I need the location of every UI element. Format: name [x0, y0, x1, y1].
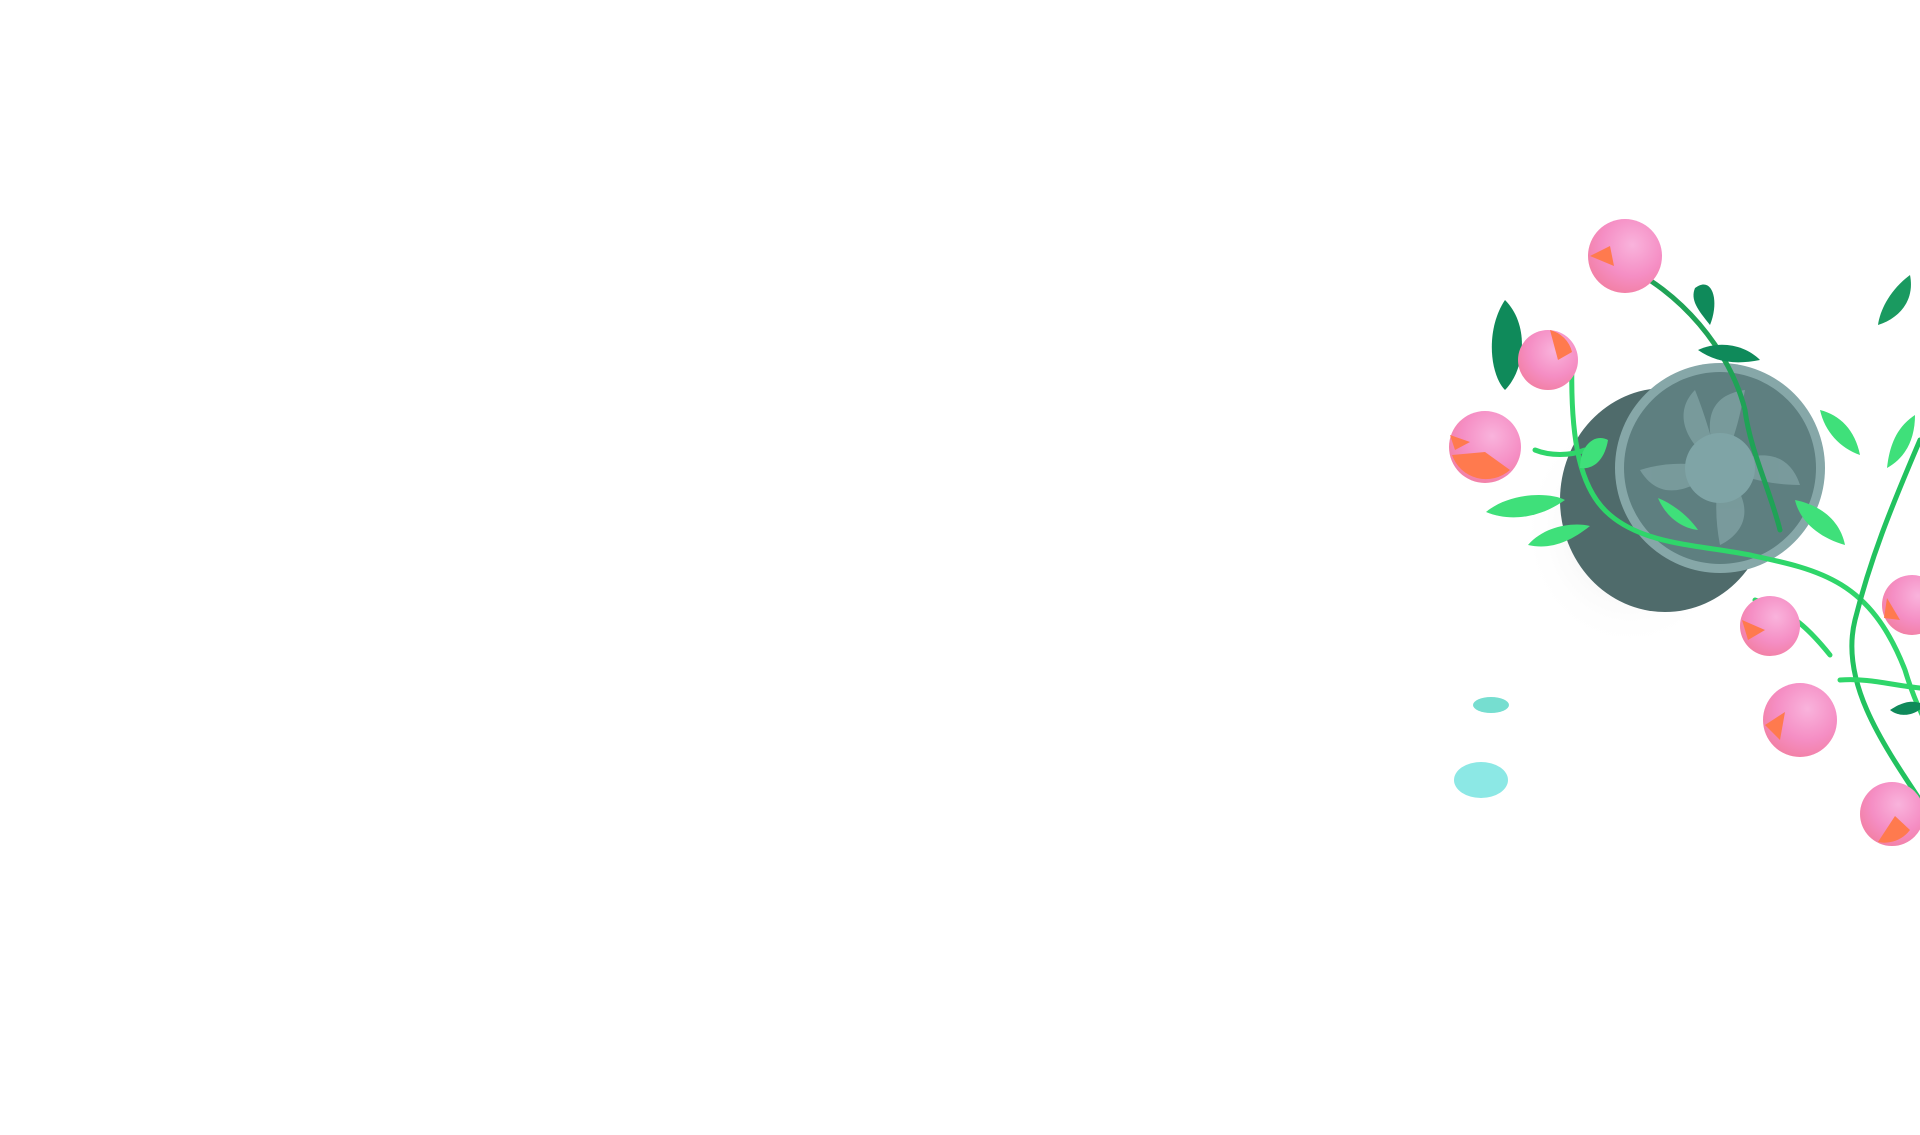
flower: [1588, 219, 1662, 293]
leaf-top-right: [1878, 275, 1911, 325]
vine-left-branch: [1532, 447, 1588, 457]
leaf: [1890, 701, 1920, 715]
leaf: [1580, 438, 1608, 469]
vine-right-long: [1849, 437, 1920, 803]
droplet-small: [1473, 697, 1509, 713]
leaf: [1658, 498, 1698, 530]
vine-lower-branch: [1837, 677, 1920, 691]
flower: [1740, 596, 1800, 656]
vine-main: [1569, 357, 1920, 716]
fan-flower-illustration: [1400, 200, 1920, 1000]
flower: [1860, 782, 1920, 846]
leaf: [1795, 500, 1845, 545]
leaf: [1693, 284, 1715, 325]
vine-upper-right: [1617, 261, 1783, 533]
leaf: [1887, 415, 1915, 468]
flowers: [1449, 219, 1920, 846]
leaf: [1486, 495, 1565, 518]
leaf: [1698, 344, 1760, 363]
flower: [1518, 330, 1578, 390]
droplet-large: [1454, 762, 1508, 798]
flower: [1882, 575, 1920, 635]
leaf-floating: [1491, 300, 1522, 390]
vine-group: [1532, 261, 1920, 803]
flower: [1449, 411, 1521, 483]
leaf: [1528, 524, 1590, 547]
leaf: [1820, 410, 1860, 455]
fan-icon: [1560, 363, 1825, 612]
flower: [1763, 683, 1837, 757]
